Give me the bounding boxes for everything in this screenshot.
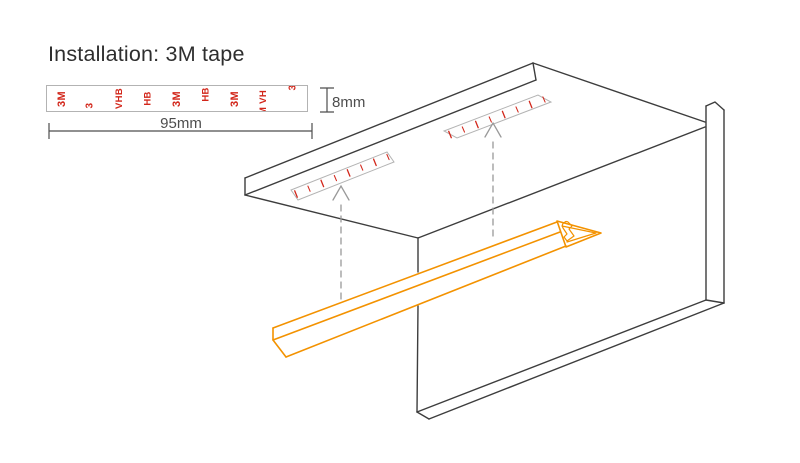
profile-top-edge [272,221,558,329]
side-panel-left-edge [416,237,419,413]
profile-bottom-edge [285,245,567,358]
side-panel-bottom-corner-edge [416,411,430,420]
side-panel-bottom-thickness-edge [428,302,725,420]
width-dimension-label: 95mm [160,115,202,132]
panel-front-right-edge [417,126,706,239]
board-bottom-edge [705,299,725,304]
board-top-edge [705,101,725,111]
mounting-arrow-left [332,184,350,301]
height-dimension: 8mm [320,87,365,113]
width-dimension: 95mm [48,115,313,139]
side-board-outline [705,101,725,304]
arrow-up-icon [484,121,502,138]
height-dimension-lines [320,87,334,113]
clip-icon [561,220,575,242]
tape-strip-right-outline [442,94,553,139]
width-dimension-lines [48,123,313,139]
led-corner-profile [272,220,602,358]
panel-far-corner-edge [532,62,537,81]
tape-print-marks-right [448,96,546,139]
profile-end-cap [556,220,602,248]
tape-strip-right [442,94,553,139]
panel-front-left-edge [244,194,419,239]
panel-back-top-edge [244,62,534,179]
height-dimension-label: 8mm [332,94,365,111]
tape-sample-strip: 3M 3 VHB HB 3M HB 3M M VH 3 [46,85,308,112]
side-panel-bottom-edge [416,299,707,413]
figure-title: Installation: 3M tape [48,42,245,66]
tape-strip-left [290,151,395,201]
panel-back-bottom-edge [244,79,537,196]
end-cap-outline [556,220,602,248]
arrow-up-icon [332,184,350,201]
end-cap-inner-lines [561,225,597,243]
profile-middle-edge [272,231,561,341]
tape-strip-left-outline [290,151,395,201]
mounting-arrow-right [484,121,502,237]
cabinet-panel-outline [244,62,725,420]
panel-right-top-edge [532,62,706,123]
profile-left-end-edge [272,327,287,358]
tape-print-marks-left [294,153,390,198]
